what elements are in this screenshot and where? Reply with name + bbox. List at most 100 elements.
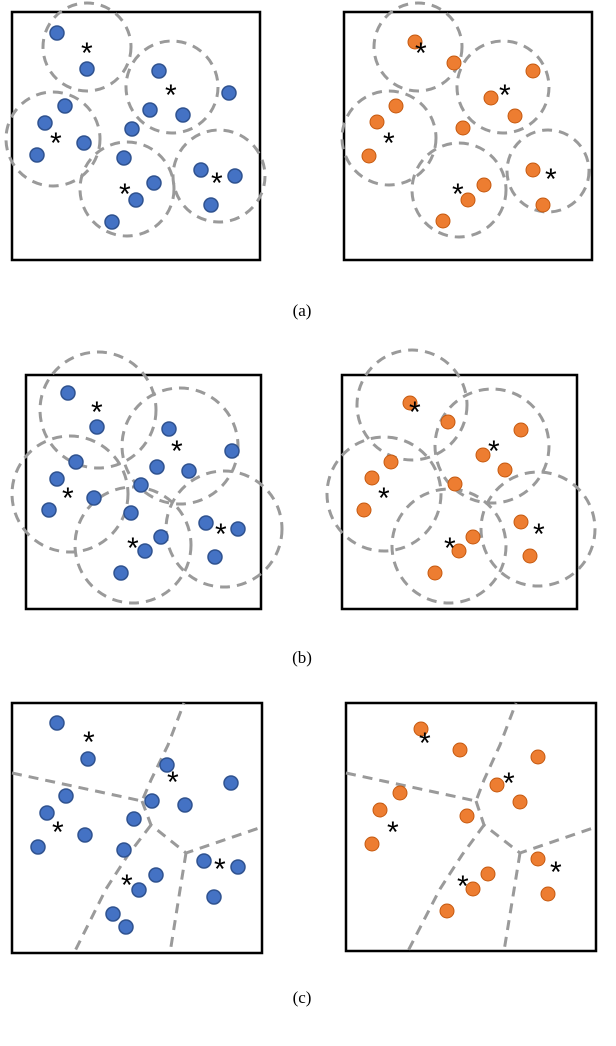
voronoi-edge <box>168 852 188 954</box>
data-point <box>530 851 546 867</box>
data-point <box>203 197 219 213</box>
panel-c-blue-centers: * * * * * <box>52 726 226 902</box>
panel-b-orange-centers: * * * * * <box>378 396 545 565</box>
data-point <box>181 463 197 479</box>
center-star: * <box>415 37 427 70</box>
center-star: * <box>409 396 421 429</box>
panel-b: * * * * * <box>10 348 597 667</box>
data-point <box>116 150 132 166</box>
data-point <box>153 529 169 545</box>
data-point <box>372 802 388 818</box>
center-star: * <box>81 37 93 70</box>
panel-b-orange-points <box>356 395 538 581</box>
panel-a-orange: * * * * * <box>340 1 594 262</box>
data-point <box>198 515 214 531</box>
panel-a-blue: * * * * * <box>4 1 267 262</box>
panel-a-orange-regions <box>340 1 591 239</box>
center-star: * <box>545 163 557 196</box>
data-point <box>512 794 528 810</box>
panel-c-orange-box <box>344 701 598 953</box>
data-point <box>513 514 529 530</box>
data-point <box>148 867 164 883</box>
center-star: * <box>91 396 103 429</box>
region-circle <box>455 39 551 135</box>
panel-a-blue-box <box>10 10 262 262</box>
data-point <box>435 213 451 229</box>
center-star: * <box>127 532 139 565</box>
data-point <box>475 447 491 463</box>
center-star: * <box>378 482 390 515</box>
data-point <box>57 98 73 114</box>
data-point <box>525 63 541 79</box>
region-circle <box>390 487 508 605</box>
voronoi-edge <box>345 702 518 803</box>
data-point <box>361 148 377 164</box>
panel-b-orange: * * * * * <box>325 348 597 611</box>
voronoi-edge <box>11 702 186 803</box>
data-point <box>118 919 134 935</box>
data-point <box>196 853 212 869</box>
data-point <box>41 502 57 518</box>
data-point <box>175 107 191 123</box>
panel-label-b: (b) <box>292 648 312 667</box>
data-point <box>58 788 74 804</box>
data-point <box>230 521 246 537</box>
data-point <box>364 470 380 486</box>
region-circle <box>124 39 220 135</box>
data-point <box>49 471 65 487</box>
data-point <box>104 214 120 230</box>
panel-a-blue-centers: * * * * * <box>50 37 223 211</box>
data-point <box>440 414 456 430</box>
panel-c-blue: * * * * * <box>10 701 264 955</box>
data-point <box>413 721 429 737</box>
panel-c-orange-boundaries <box>345 702 597 952</box>
data-point <box>113 565 129 581</box>
center-star: * <box>383 127 395 160</box>
center-star: * <box>214 853 226 886</box>
data-point <box>383 454 399 470</box>
data-point <box>540 886 556 902</box>
data-point <box>407 34 423 50</box>
data-point <box>369 114 385 130</box>
region-circle <box>433 387 551 505</box>
region-circle <box>479 470 597 588</box>
center-star: * <box>488 435 500 468</box>
region-circle <box>325 435 443 553</box>
center-star: * <box>167 766 179 799</box>
data-point <box>227 168 243 184</box>
region-circle <box>120 386 240 506</box>
data-point <box>427 565 443 581</box>
panel-b-orange-regions <box>325 348 597 605</box>
panel-c-blue-boundaries <box>11 702 263 954</box>
data-point <box>206 889 222 905</box>
panel-b-blue-points <box>41 385 246 581</box>
data-point <box>137 543 153 559</box>
data-point <box>133 477 149 493</box>
data-point <box>452 742 468 758</box>
panel-c-blue-points <box>30 715 246 935</box>
data-point <box>49 715 65 731</box>
center-star: * <box>50 127 62 160</box>
voronoi-edge <box>72 824 153 954</box>
data-point <box>131 882 147 898</box>
center-star: * <box>215 518 227 551</box>
data-point <box>507 108 523 124</box>
region-circle <box>340 89 438 187</box>
data-point <box>142 102 158 118</box>
center-star: * <box>419 727 431 760</box>
data-point <box>402 395 418 411</box>
center-star: * <box>550 856 562 889</box>
center-star: * <box>62 482 74 515</box>
data-point <box>230 859 246 875</box>
panel-a: * * * * * <box>4 1 594 320</box>
center-star: * <box>499 79 511 112</box>
center-star: * <box>444 532 456 565</box>
region-circle <box>171 128 267 224</box>
region-circle <box>10 434 130 554</box>
data-point <box>223 775 239 791</box>
data-point <box>76 135 92 151</box>
data-point <box>29 147 45 163</box>
data-point <box>68 454 84 470</box>
center-star: * <box>165 79 177 112</box>
